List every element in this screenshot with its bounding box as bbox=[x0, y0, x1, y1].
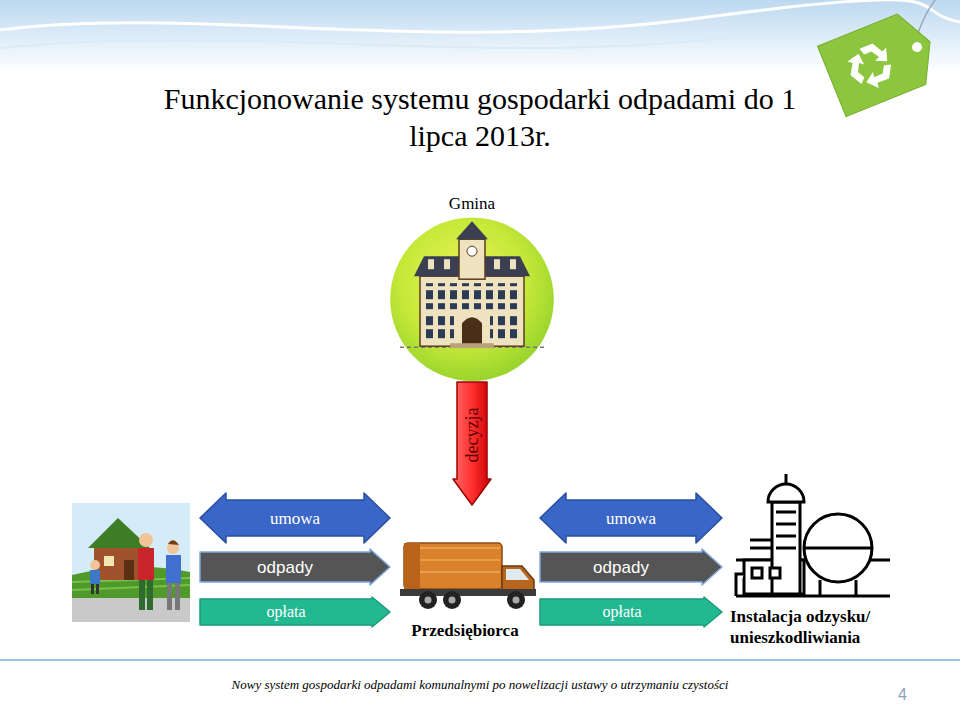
decor-circle bbox=[911, 41, 924, 54]
decor-line bbox=[804, 547, 872, 550]
decor-line bbox=[785, 474, 788, 484]
decor-path bbox=[768, 484, 804, 502]
decor-rect bbox=[167, 583, 172, 610]
arrow-label: odpady bbox=[593, 559, 649, 576]
decor-rect bbox=[139, 580, 145, 610]
decor-circle bbox=[507, 591, 525, 609]
node-label: Gmina bbox=[449, 194, 495, 214]
decor-rect bbox=[772, 502, 800, 594]
decor-rect bbox=[752, 568, 762, 578]
decor-circle bbox=[419, 591, 437, 609]
block-arrow bbox=[453, 382, 491, 505]
residents-box bbox=[72, 503, 200, 623]
decor-rect bbox=[147, 580, 153, 610]
decor-circle bbox=[425, 597, 432, 604]
municipality-circle: Gmina bbox=[386, 194, 558, 382]
decor-path bbox=[842, 51, 875, 84]
decor-rect bbox=[138, 548, 154, 580]
block-arrow bbox=[200, 597, 390, 627]
decor-rect bbox=[94, 548, 144, 580]
arrow-label: opłata bbox=[266, 604, 305, 620]
decor-rect bbox=[404, 543, 502, 589]
decor-g bbox=[837, 39, 900, 102]
decor-line bbox=[855, 580, 858, 596]
decor-rect bbox=[404, 543, 420, 589]
block-arrow bbox=[200, 549, 390, 585]
block-arrow bbox=[540, 493, 722, 543]
arrow-label: odpady bbox=[257, 559, 313, 576]
decor-path bbox=[0, 0, 960, 32]
facility-box: Instalacja odzysku/ unieszkodliwiania bbox=[722, 478, 908, 650]
decor-rect bbox=[72, 598, 190, 622]
decor-path bbox=[860, 39, 891, 69]
node-label: Przedsiębiorca bbox=[411, 621, 518, 641]
decor-circle bbox=[90, 560, 100, 570]
recycle-tag bbox=[817, 0, 960, 117]
decor-circle bbox=[449, 597, 456, 604]
node-label: Instalacja odzysku/ unieszkodliwiania bbox=[730, 607, 904, 648]
municipality-disc bbox=[390, 217, 554, 381]
arrow-label: decyzja bbox=[463, 407, 481, 462]
decor-path bbox=[776, 512, 796, 548]
decor-path bbox=[506, 569, 529, 580]
residents-illustration bbox=[72, 503, 190, 622]
decor-rect bbox=[91, 584, 94, 594]
decor-rect bbox=[175, 583, 180, 610]
decor-rect bbox=[770, 568, 780, 578]
decor-circle bbox=[804, 514, 872, 582]
decor-rect bbox=[0, 0, 960, 72]
company-box: Przedsiębiorca bbox=[390, 505, 540, 645]
decor-path bbox=[736, 574, 744, 596]
decor-circle bbox=[513, 597, 520, 604]
arrow-label: umowa bbox=[270, 510, 320, 527]
footer-caption: Nowy system gospodarki odpadami komunaln… bbox=[0, 677, 960, 693]
block-arrow bbox=[540, 597, 722, 627]
arrow-label: opłata bbox=[602, 604, 641, 620]
decor-polygon bbox=[818, 7, 945, 117]
decor-circle bbox=[443, 591, 461, 609]
decor-rect bbox=[124, 560, 134, 580]
decor-line bbox=[736, 595, 890, 598]
block-arrow bbox=[200, 493, 390, 543]
slide-title: Funkcjonowanie systemu gospodarki odpada… bbox=[150, 80, 810, 154]
decor-rect bbox=[96, 584, 99, 594]
decor-rect bbox=[166, 555, 181, 583]
decor-path bbox=[866, 62, 891, 90]
decor-path bbox=[420, 548, 500, 572]
decor-circle bbox=[139, 533, 153, 547]
page-number: 4 bbox=[898, 686, 907, 704]
decor-rect bbox=[104, 556, 114, 566]
truck-illustration bbox=[400, 543, 536, 609]
decor-rect bbox=[90, 570, 100, 584]
decor-line bbox=[819, 580, 822, 596]
decor-line bbox=[0, 659, 960, 661]
decor-path bbox=[0, 34, 760, 48]
decor-rect bbox=[72, 503, 190, 622]
circle-outline bbox=[386, 194, 558, 382]
decor-path bbox=[168, 540, 179, 545]
block-arrow bbox=[540, 549, 722, 585]
town-hall-picture bbox=[400, 221, 544, 348]
factory-illustration bbox=[736, 474, 890, 596]
arrow-label: umowa bbox=[606, 510, 656, 527]
